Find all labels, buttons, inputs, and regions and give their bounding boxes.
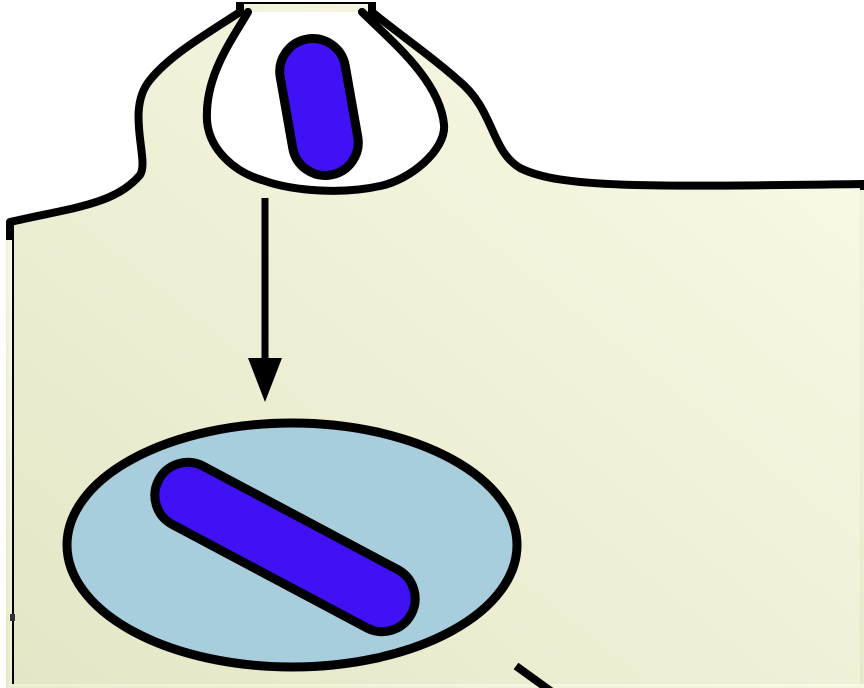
right-edge-mask xyxy=(860,190,864,688)
edge-speck xyxy=(10,614,15,621)
top-gap-mask xyxy=(236,0,376,2)
bottom-edge-mask xyxy=(8,684,864,688)
